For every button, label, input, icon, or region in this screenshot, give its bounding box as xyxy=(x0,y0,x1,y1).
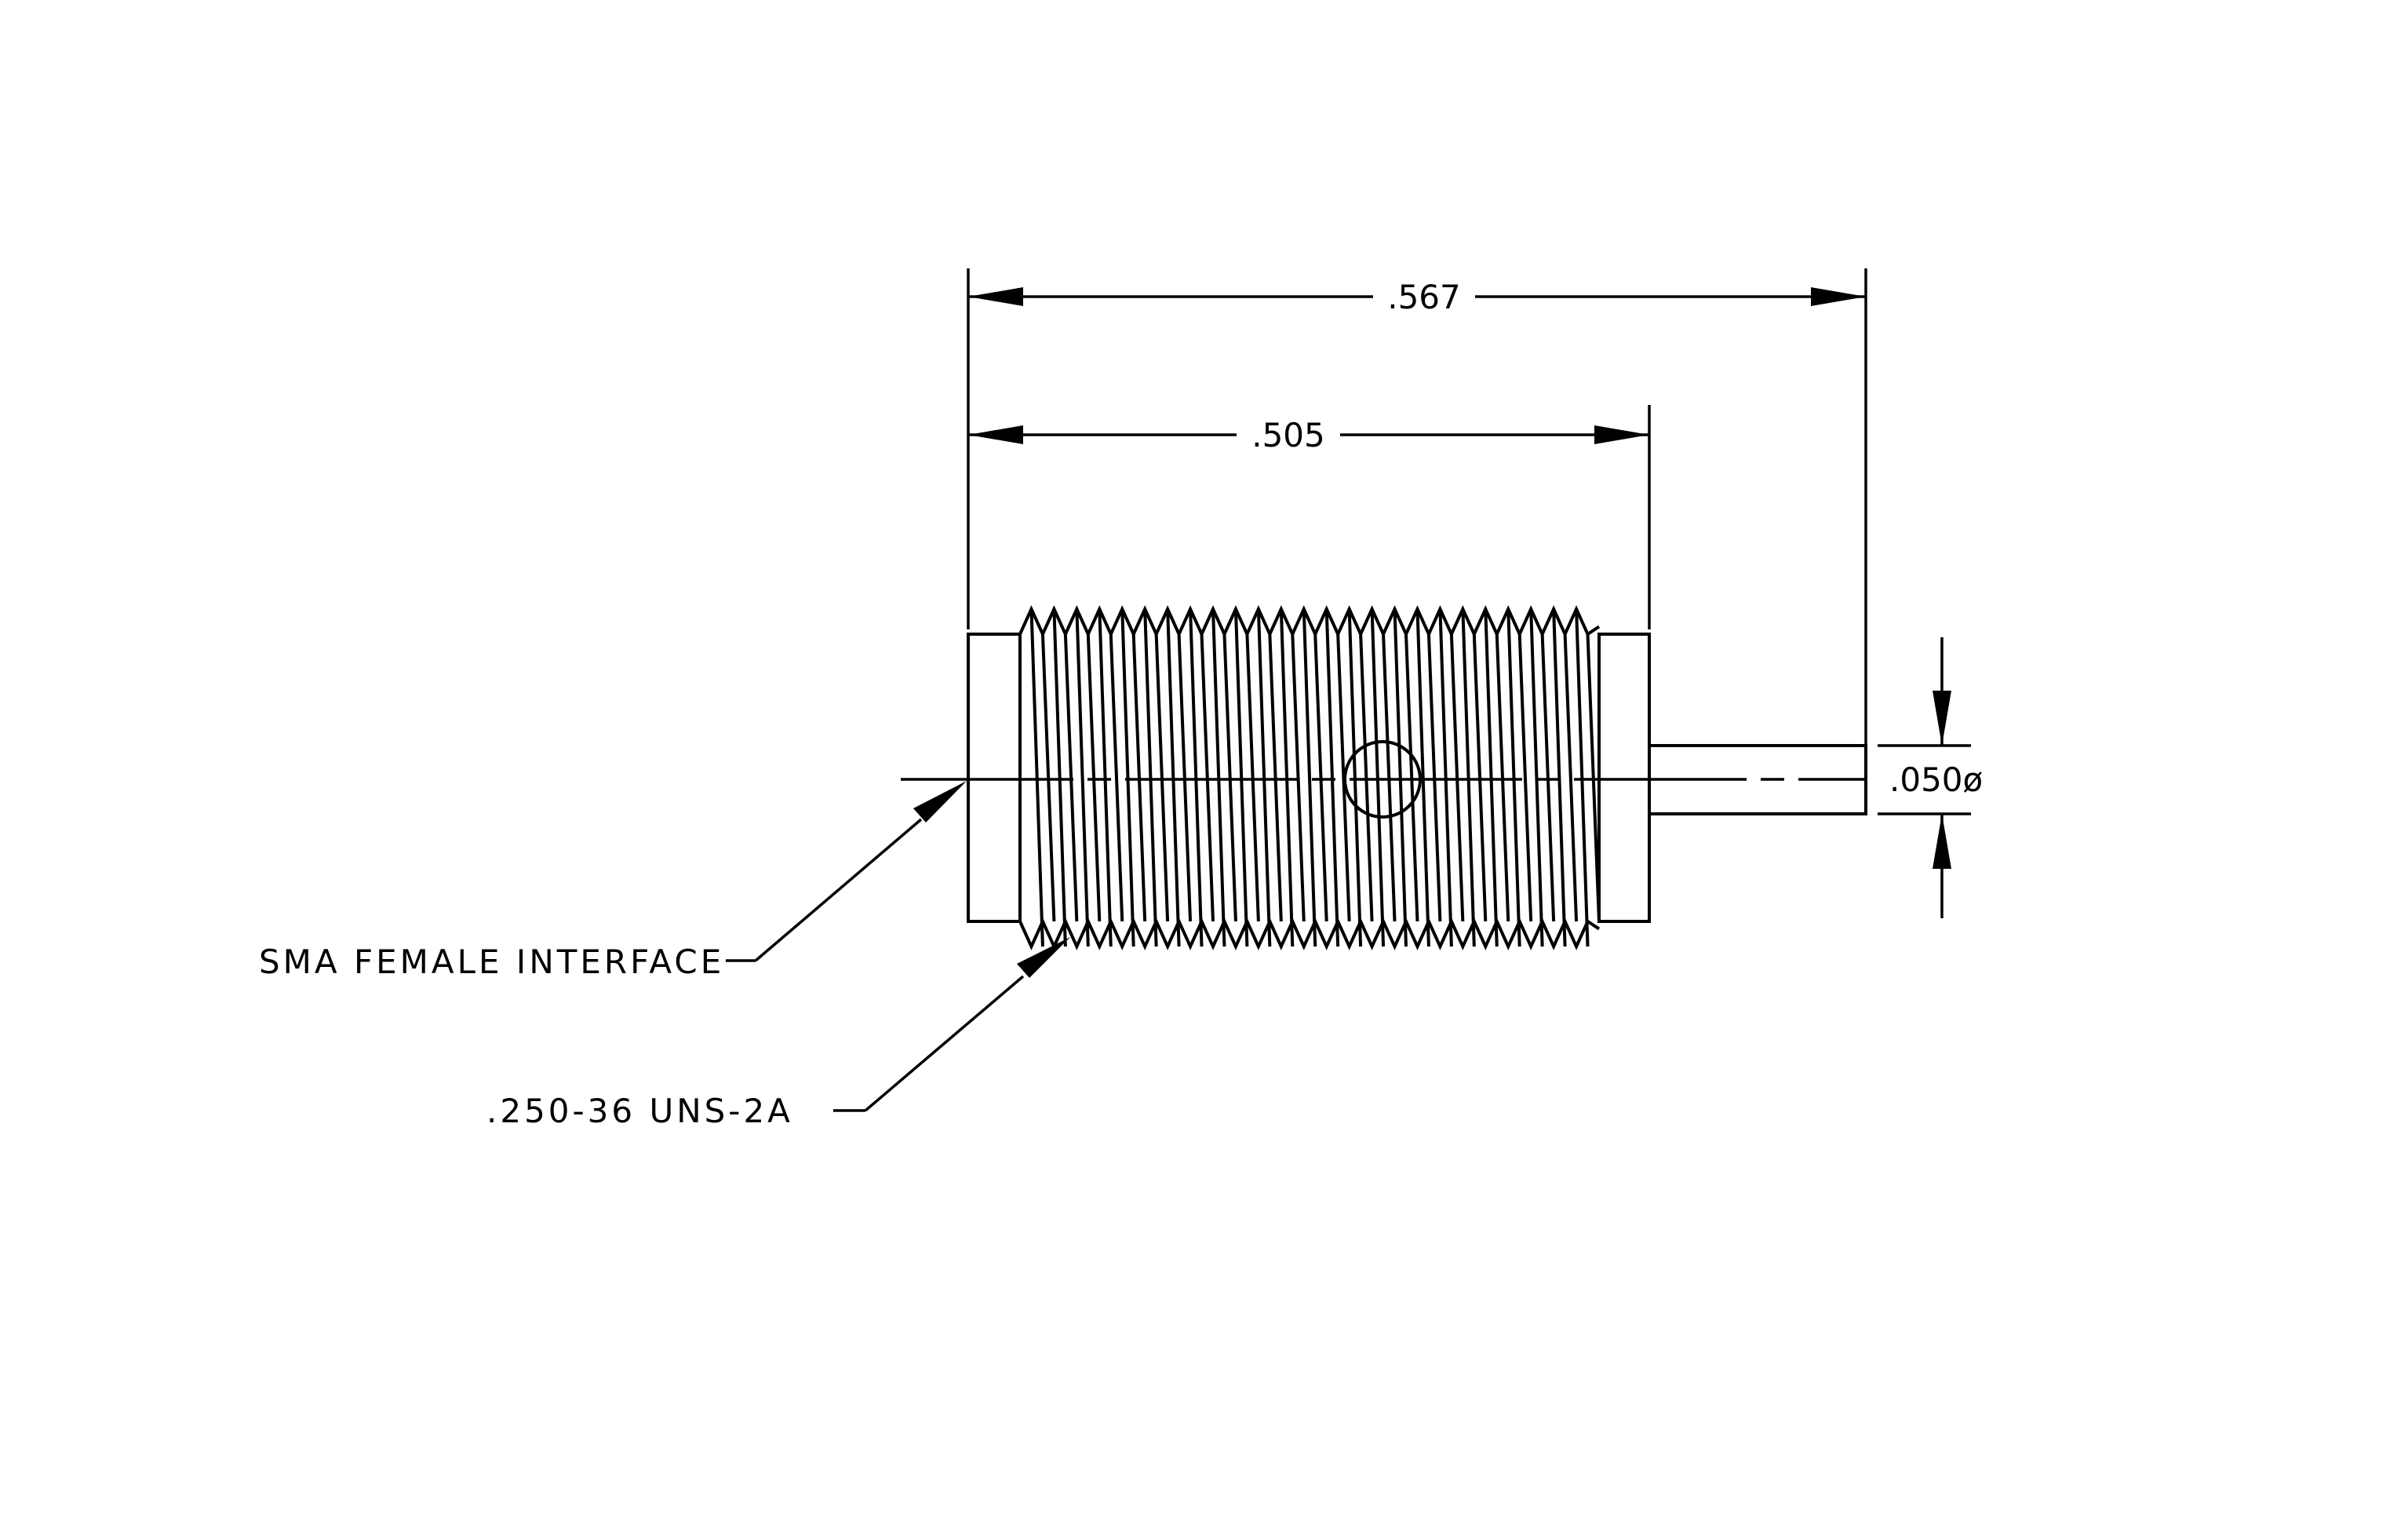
thread-root-line xyxy=(1586,633,1601,922)
callout-interface: SMA FEMALE INTERFACE xyxy=(259,781,967,981)
thread-crest-line xyxy=(1143,608,1158,947)
thread-root-line xyxy=(1336,633,1351,922)
thread-root-line xyxy=(1449,633,1465,922)
extension-lines xyxy=(967,268,1971,815)
thread-root-line xyxy=(1200,633,1215,922)
thread-root-line xyxy=(1131,633,1147,922)
thread-crest-line xyxy=(1324,608,1340,947)
thread-bottom-edge xyxy=(1018,917,1601,950)
dimension-thread-length: .505 xyxy=(968,416,1649,454)
thread-crest-line xyxy=(1484,608,1499,947)
thread-root-line xyxy=(1313,633,1328,922)
center-pin xyxy=(1648,744,1867,815)
thread-top-edge xyxy=(1018,605,1601,638)
thread-root-line xyxy=(1382,633,1397,922)
thread-crest-line xyxy=(1256,608,1272,947)
thread-crest-line xyxy=(1575,608,1590,947)
thread-root-line xyxy=(1517,633,1533,922)
thread-crest-line xyxy=(1233,608,1249,947)
thread-root-line xyxy=(1359,633,1374,922)
left-collar xyxy=(967,633,1022,923)
thread-root-line xyxy=(1472,633,1488,922)
thread-crest-line xyxy=(1347,608,1363,947)
thread-root-line xyxy=(1268,633,1283,922)
thread-crest-line xyxy=(1552,608,1567,947)
thread-crest-line xyxy=(1415,608,1430,947)
thread-root-line xyxy=(1154,633,1170,922)
thread-root-line xyxy=(1177,633,1193,922)
thread-crest-line xyxy=(1461,608,1476,947)
thread-crest-line xyxy=(1166,608,1181,947)
thread-root-line xyxy=(1245,633,1260,922)
thread-crest-line xyxy=(1506,608,1521,947)
thread-crest-line xyxy=(1098,608,1113,947)
thread-root-line xyxy=(1495,633,1510,922)
thread-crest-line xyxy=(1075,608,1090,947)
callout-thread-spec-label: .250-36 UNS-2A xyxy=(486,1092,793,1130)
thread-crest-line xyxy=(1393,608,1408,947)
thread-crest-line xyxy=(1120,608,1135,947)
thread-crest-line xyxy=(1029,608,1044,947)
thread-root-line xyxy=(1540,633,1556,922)
thread-crest-line xyxy=(1211,608,1226,947)
callout-thread-spec: .250-36 UNS-2A xyxy=(486,937,1070,1130)
dimension-pin-diameter-label: .050ø xyxy=(1889,760,1983,799)
thread-root-line xyxy=(1222,633,1237,922)
thread-root-line xyxy=(1063,633,1079,922)
dimension-overall-length: .567 xyxy=(968,278,1866,316)
thread-root-line xyxy=(1404,633,1419,922)
thread-crest-line xyxy=(1302,608,1317,947)
thread-root-line xyxy=(1086,633,1102,922)
callout-interface-label: SMA FEMALE INTERFACE xyxy=(259,943,724,981)
connector-body xyxy=(967,605,1867,950)
thread-crest-line xyxy=(1052,608,1067,947)
thread-root-line xyxy=(1563,633,1579,922)
dimension-overall-length-label: .567 xyxy=(1387,278,1461,316)
thread-root-line xyxy=(1291,633,1306,922)
thread-crest-line xyxy=(1189,608,1204,947)
dimension-thread-length-label: .505 xyxy=(1251,416,1325,454)
thread-crest-line xyxy=(1529,608,1544,947)
thread-root-line xyxy=(1040,633,1056,922)
thread-crest-line xyxy=(1279,608,1295,947)
right-collar xyxy=(1597,633,1651,923)
thread-root-line xyxy=(1426,633,1442,922)
dimension-pin-diameter: .050ø xyxy=(1889,637,1983,918)
thread-profile xyxy=(1018,605,1601,950)
thread-root-line xyxy=(1109,633,1124,922)
thread-crest-line xyxy=(1438,608,1453,947)
thread-crest-line xyxy=(1370,608,1386,947)
